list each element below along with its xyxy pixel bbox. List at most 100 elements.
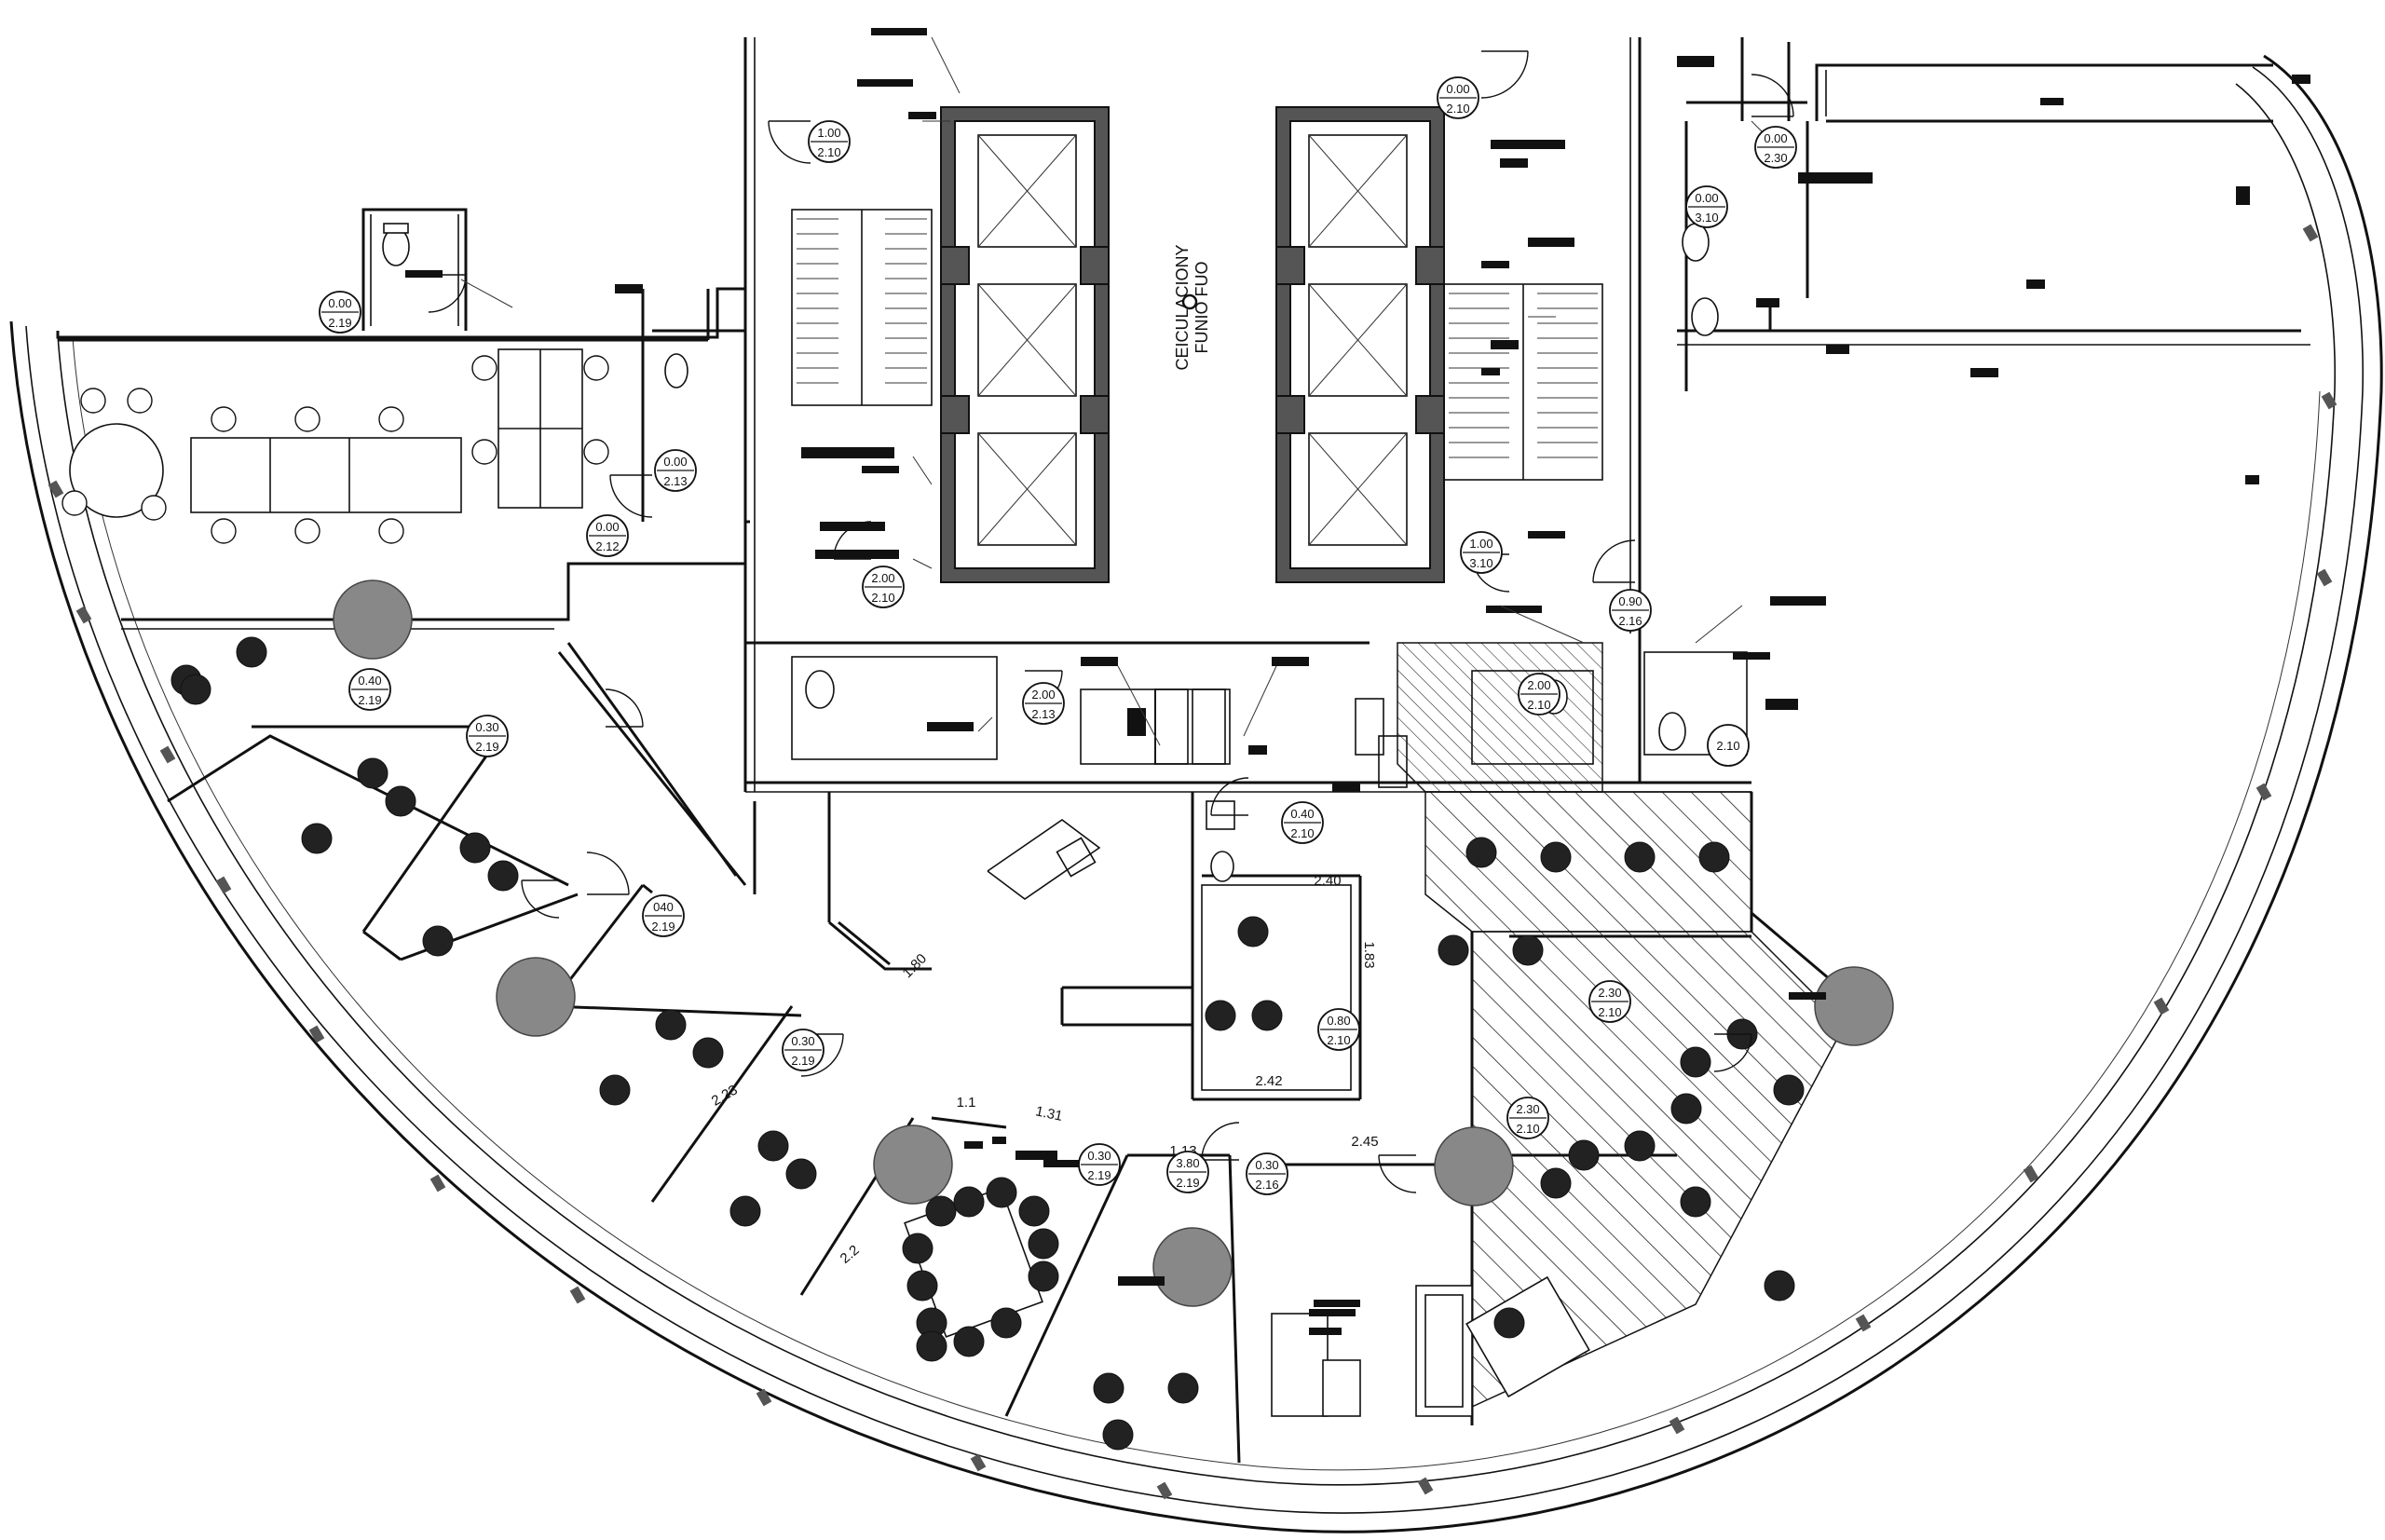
- redacted-annotation: [908, 112, 936, 119]
- chair-icon: [141, 495, 167, 521]
- redacted-annotation: [1826, 345, 1849, 354]
- room-tag: 0.002.12: [586, 514, 629, 557]
- door-swing: [1480, 50, 1529, 99]
- room-tag-bottom: 2.10: [1446, 102, 1469, 116]
- chair-icon: [916, 1330, 947, 1362]
- chair-icon: [422, 925, 454, 957]
- chair-icon: [80, 388, 106, 414]
- room-tag-top: 2.00: [871, 571, 894, 585]
- chair-icon: [1493, 1307, 1525, 1339]
- room-tag: 0.302.19: [1078, 1143, 1121, 1186]
- stair-right: [1443, 283, 1603, 481]
- chair-icon: [1680, 1046, 1711, 1078]
- leader-line: [931, 36, 961, 94]
- door-swing: [609, 474, 653, 518]
- room-tag: 2.10: [1707, 724, 1750, 767]
- redacted-annotation: [615, 284, 643, 293]
- room-tag-top: 0.30: [1255, 1158, 1278, 1172]
- chair-icon: [729, 1195, 761, 1227]
- interior-walls: [56, 37, 2310, 1464]
- leader-line: [1499, 605, 1585, 644]
- dimension-label: 1.31: [1034, 1103, 1064, 1124]
- room-tag: 0.302.19: [466, 715, 509, 757]
- room-tag-bottom: 2.13: [663, 474, 687, 488]
- room-tag: 0.002.10: [1437, 76, 1479, 119]
- chair-icon: [902, 1233, 934, 1264]
- redacted-annotation: [1127, 708, 1146, 736]
- room-tag-bottom: 2.19: [1087, 1168, 1111, 1182]
- room-tag-top: 0.30: [791, 1034, 814, 1048]
- chair-icon: [692, 1037, 724, 1069]
- redacted-annotation: [1486, 606, 1542, 613]
- meeting-table: [902, 1177, 1059, 1362]
- redacted-annotation: [1798, 172, 1873, 184]
- dimension-label: 2.42: [1255, 1073, 1282, 1089]
- chair-icon: [1167, 1372, 1199, 1404]
- room-tag-bottom: 2.19: [358, 693, 381, 707]
- chair-icon: [1465, 837, 1497, 868]
- chair-icon: [211, 406, 237, 432]
- room-tag-bottom: 2.19: [1176, 1176, 1199, 1190]
- chair-icon: [127, 388, 153, 414]
- room-tag-top: 0.00: [328, 296, 351, 310]
- room-tag: 3.802.19: [1166, 1151, 1209, 1193]
- redacted-annotation: [2026, 279, 2045, 289]
- columns: [333, 579, 1894, 1307]
- room-tag: 0.002.13: [654, 449, 697, 492]
- leader-line: [1117, 665, 1161, 746]
- chair-icon: [1093, 1372, 1124, 1404]
- chair-icon: [1680, 1186, 1711, 1218]
- room-tag-top: 040: [653, 900, 674, 914]
- room-tag-bottom: 2.10: [1290, 826, 1314, 840]
- core-restrooms: [791, 651, 1748, 788]
- room-tag-bottom: 2.19: [475, 740, 498, 754]
- core-label-line1: CEICULACIONY: [1173, 244, 1192, 370]
- room-tag-bottom: 2.19: [328, 316, 351, 330]
- room-tag-top: 0.00: [1764, 131, 1787, 145]
- room-tag-bottom: 2.12: [595, 539, 619, 553]
- room-tag-bottom: 2.13: [1031, 707, 1055, 721]
- chair-icon: [583, 439, 609, 465]
- room-tag-top: 0.40: [358, 674, 381, 688]
- chair-icon: [1540, 1167, 1572, 1199]
- chair-icon: [459, 832, 491, 864]
- room-tags: 0.002.191.002.100.002.130.002.122.002.10…: [319, 76, 1797, 1195]
- chair-icon: [471, 355, 497, 381]
- redacted-annotation: [2292, 75, 2310, 84]
- room-tag-top: 0.90: [1618, 594, 1642, 608]
- redacted-annotation: [1789, 992, 1826, 1000]
- room-tag-bottom: 2.10: [1598, 1005, 1621, 1019]
- redacted-annotation: [815, 550, 899, 559]
- redacted-annotation: [964, 1141, 983, 1149]
- chair-icon: [925, 1195, 957, 1227]
- room-tag: 0.402.10: [1281, 801, 1324, 844]
- room-tag-top: 1.00: [1469, 537, 1492, 551]
- hatched-zones: [1397, 642, 1846, 1409]
- room-tag-bottom: 2.10: [1527, 698, 1550, 712]
- redacted-annotation: [862, 466, 899, 473]
- chair-icon: [1438, 934, 1469, 966]
- leader-line: [1695, 605, 1743, 644]
- room-tag: 1.003.10: [1460, 531, 1503, 574]
- chair-icon: [986, 1177, 1017, 1208]
- redacted-annotation: [1309, 1328, 1342, 1335]
- room-tag-bottom: 2.10: [1327, 1033, 1350, 1047]
- chair-icon: [1237, 916, 1269, 947]
- chair-icon: [1251, 1000, 1283, 1031]
- dimension-label: 1.80: [899, 950, 930, 981]
- dimension-label: 1.1: [957, 1095, 976, 1111]
- redacted-annotation: [1677, 56, 1714, 67]
- door-swing: [1751, 74, 1794, 117]
- core-marker-icon: [1181, 293, 1198, 310]
- chair-icon: [378, 406, 404, 432]
- door-swing: [800, 1033, 844, 1077]
- redacted-annotation: [1272, 657, 1309, 666]
- chair-icon: [180, 674, 211, 705]
- room-tag: 2.002.13: [1022, 682, 1065, 725]
- room-tag: 0.002.30: [1754, 126, 1797, 169]
- chair-icon: [1205, 1000, 1236, 1031]
- redacted-annotation: [801, 447, 894, 458]
- room-tag: 2.002.10: [1518, 673, 1560, 715]
- redacted-annotation: [1528, 238, 1574, 247]
